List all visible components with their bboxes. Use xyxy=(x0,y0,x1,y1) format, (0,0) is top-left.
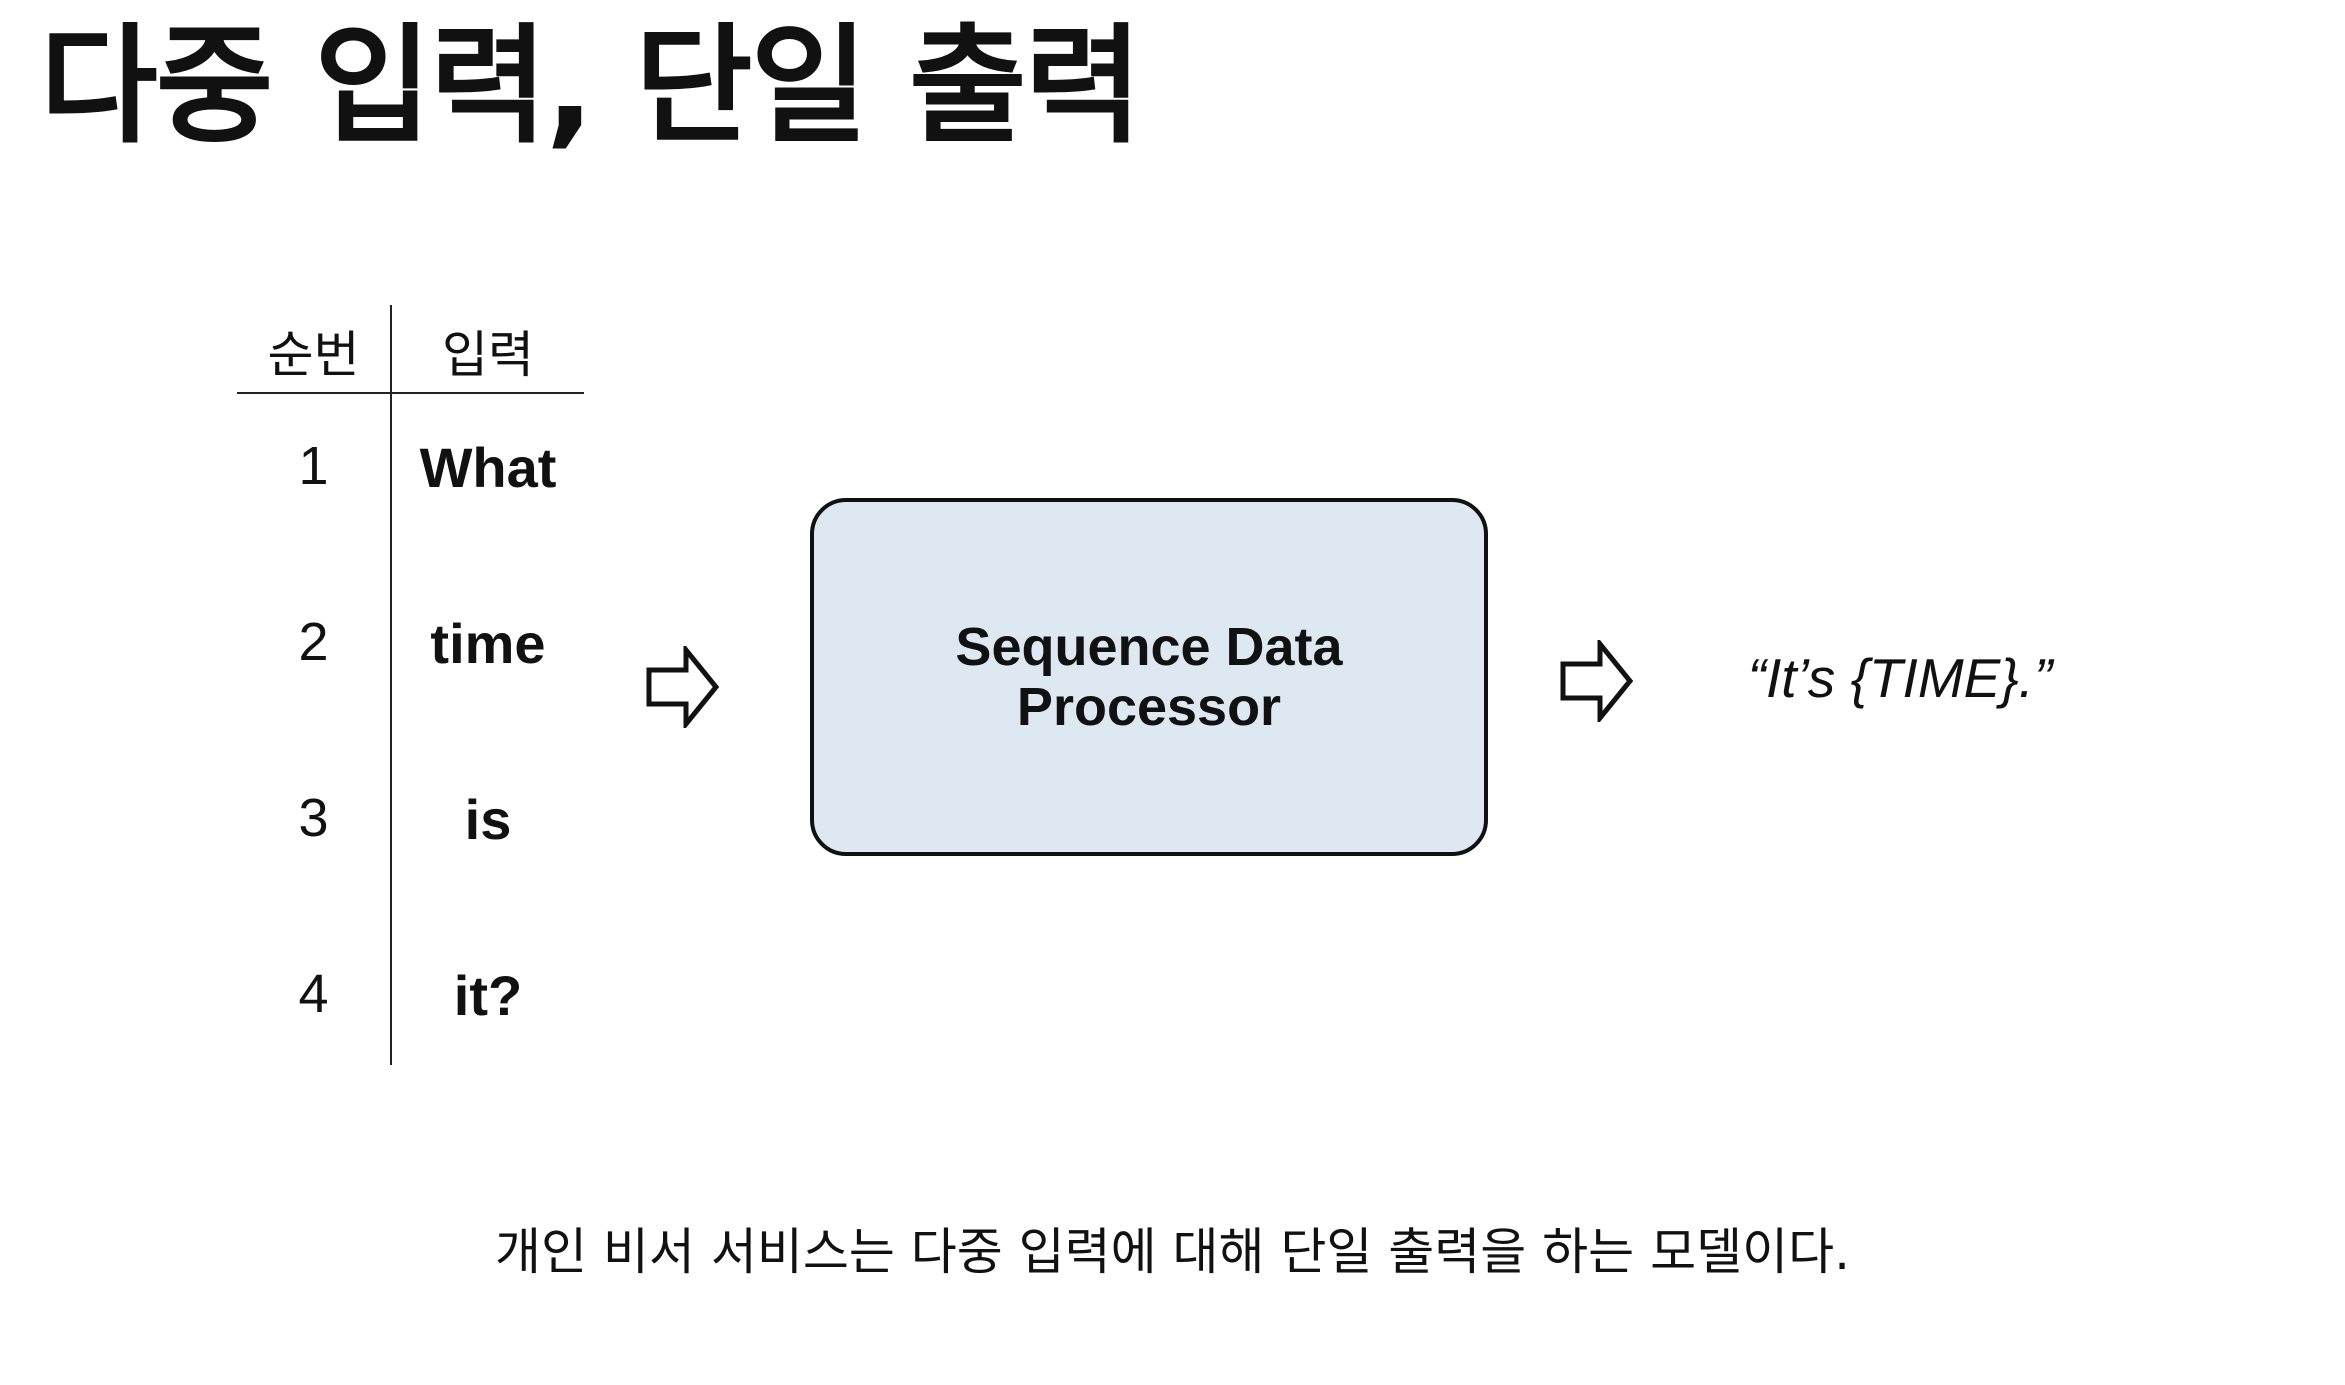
table-rows: 1 What 2 time 3 is 4 it? xyxy=(237,305,584,1065)
table-vertical-divider xyxy=(390,305,392,1065)
page-title: 다중 입력, 단일 출력 xyxy=(40,12,1142,161)
row-word: time xyxy=(430,612,546,675)
table-header-index: 순번 xyxy=(267,327,360,383)
table-header-divider xyxy=(237,392,584,394)
table-row: 2 time xyxy=(237,611,584,681)
table-row: 1 What xyxy=(237,435,584,505)
right-arrow-outline-icon xyxy=(646,642,720,732)
row-index: 2 xyxy=(298,612,329,672)
sequence-input-table: 순번 입력 1 What 2 time 3 is 4 it? xyxy=(237,305,584,1065)
table-row: 4 it? xyxy=(237,963,584,1033)
caption: 개인 비서 서비스는 다중 입력에 대해 단일 출력을 하는 모델이다. xyxy=(495,1223,1850,1281)
output-text: “It’s {TIME}.” xyxy=(1747,647,2053,709)
row-index: 1 xyxy=(298,436,329,496)
table-header-input: 입력 xyxy=(442,327,534,383)
row-index: 3 xyxy=(298,788,329,848)
row-word: What xyxy=(419,436,557,499)
processor-label: Sequence Data Processor xyxy=(955,617,1343,737)
row-word: is xyxy=(464,788,512,851)
table-row: 3 is xyxy=(237,787,584,857)
row-word: it? xyxy=(453,964,523,1027)
row-index: 4 xyxy=(298,964,329,1024)
sequence-data-processor-box: Sequence Data Processor xyxy=(810,498,1488,856)
right-arrow-outline-icon xyxy=(1560,636,1634,726)
